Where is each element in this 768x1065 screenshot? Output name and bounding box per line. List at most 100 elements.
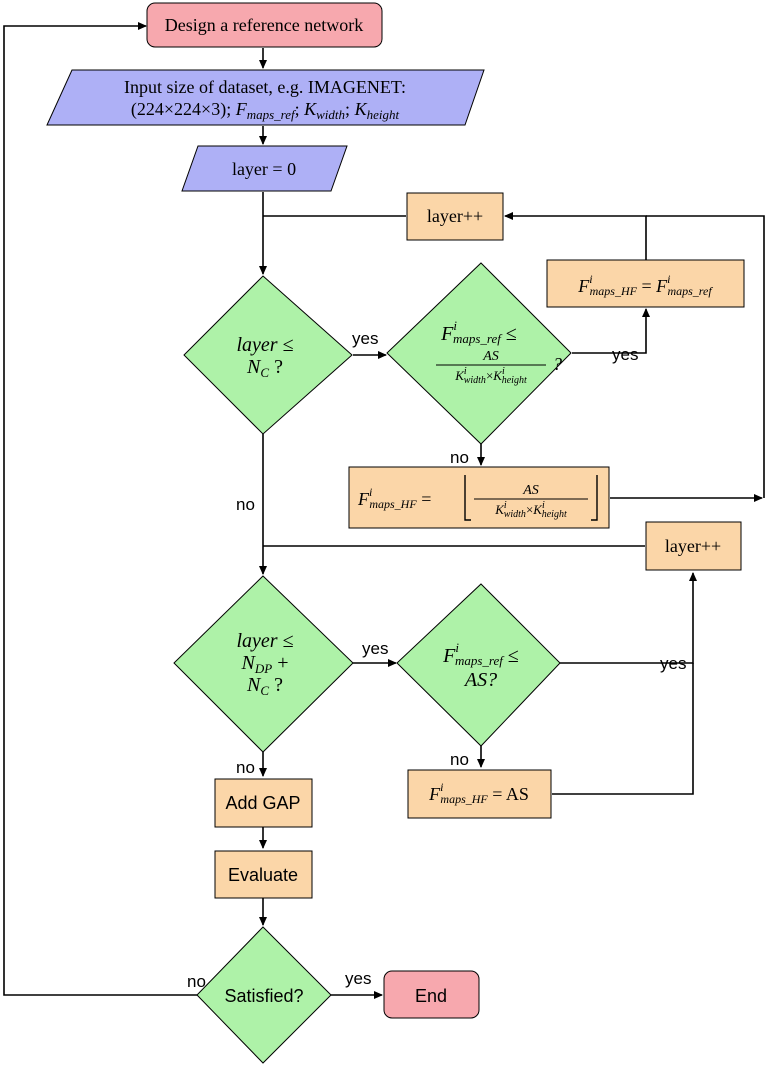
connectors bbox=[3, 22, 765, 999]
edge-decision4-yes bbox=[560, 572, 697, 664]
dec1-question: ? bbox=[269, 356, 283, 378]
node-decision3-line3: NC ? bbox=[246, 674, 283, 698]
dec2-question: ? bbox=[553, 354, 562, 374]
assign2-lhs-sup: i bbox=[369, 485, 372, 499]
assign1-rhs-symbol: F bbox=[655, 276, 668, 296]
node-layer0-label: layer = 0 bbox=[232, 159, 296, 179]
node-decision3-line2: NDP + bbox=[241, 652, 289, 676]
label-no-decision3: no bbox=[236, 758, 255, 777]
dec2-k2-sup: i bbox=[502, 366, 505, 377]
node-assign1-shape bbox=[546, 259, 745, 308]
assign2-k2-sup: i bbox=[542, 500, 545, 511]
assign3-rhs: = AS bbox=[488, 784, 529, 804]
node-input: Input size of dataset, e.g. IMAGENET: (2… bbox=[46, 69, 485, 126]
assign2-floor-left bbox=[464, 475, 471, 521]
node-end-shape bbox=[383, 970, 480, 1019]
dec4-f-symbol: F bbox=[442, 645, 456, 667]
label-yes-decision1: yes bbox=[352, 329, 378, 348]
assign2-numerator: AS bbox=[522, 483, 539, 498]
label-no-satisfied: no bbox=[187, 972, 206, 991]
dec2-k1: K bbox=[454, 368, 465, 383]
dec2-k1-sub: width bbox=[464, 375, 486, 386]
assign2-k1: K bbox=[494, 502, 505, 517]
assign1-rhs-sup: i bbox=[667, 272, 670, 286]
node-evaluate-shape bbox=[214, 850, 313, 899]
node-decision1-line1: layer ≤ bbox=[236, 334, 293, 356]
assign2-floor-right bbox=[591, 475, 598, 521]
node-decision2-shape bbox=[386, 262, 572, 445]
input-separator-1: ; bbox=[295, 99, 305, 119]
dec4-f-sub: maps_ref bbox=[455, 653, 505, 668]
node-evaluate-label: Evaluate bbox=[228, 865, 298, 885]
input-f-symbol: F bbox=[235, 99, 248, 119]
label-no-decision2: no bbox=[450, 448, 469, 467]
node-decision1-shape bbox=[183, 275, 353, 435]
node-assign3-shape bbox=[407, 769, 552, 819]
node-start: Design a reference network bbox=[146, 2, 383, 48]
dec3-question: ? bbox=[269, 674, 283, 696]
assign2-k1-sup: i bbox=[504, 500, 507, 511]
input-separator-2: ; bbox=[345, 99, 355, 119]
input-kh-symbol: K bbox=[354, 99, 368, 119]
input-kw-symbol: K bbox=[303, 99, 317, 119]
node-layer0: layer = 0 bbox=[181, 145, 348, 192]
node-decision1-line2: NC ? bbox=[246, 356, 283, 380]
node-add-gap-label: Add GAP bbox=[225, 793, 300, 813]
node-decision3-line1: layer ≤ bbox=[236, 630, 293, 652]
assign2-k1-sub: width bbox=[504, 509, 526, 520]
label-yes-decision2: yes bbox=[612, 345, 638, 364]
dec2-k2: K bbox=[492, 368, 503, 383]
node-add-gap: Add GAP bbox=[214, 778, 313, 828]
dec4-f-sup: i bbox=[455, 640, 459, 655]
edge-assign3-return bbox=[552, 663, 694, 795]
node-add-gap-shape bbox=[214, 778, 313, 828]
dec2-f-sup: i bbox=[453, 318, 457, 333]
label-yes-satisfied: yes bbox=[345, 969, 371, 988]
node-input-line2: (224×224×3); Fmaps_ref; Kwidth; Kheight bbox=[131, 99, 400, 122]
node-start-shape bbox=[146, 2, 383, 48]
node-decision3: layer ≤ NDP + NC ? bbox=[173, 575, 354, 753]
dec4-le: ≤ bbox=[503, 645, 519, 667]
dec2-numerator: AS bbox=[482, 349, 499, 364]
dec3-ndp-symbol: N bbox=[241, 652, 257, 674]
assign1-lhs-symbol: F bbox=[577, 276, 590, 296]
dec2-k2-sub: height bbox=[502, 375, 527, 386]
assign1-equals: = bbox=[637, 276, 656, 296]
dec3-nc-symbol: N bbox=[246, 674, 262, 696]
edge-decision2-yes bbox=[572, 308, 650, 354]
node-end-label: End bbox=[415, 986, 447, 1006]
label-no-decision4: no bbox=[450, 750, 469, 769]
node-decision4-line2: AS? bbox=[463, 669, 497, 691]
node-layerpp-mid-shape bbox=[645, 521, 742, 571]
dec2-f-symbol: F bbox=[440, 323, 454, 345]
assign1-lhs-sub: maps_HF bbox=[590, 284, 638, 298]
node-layerpp-top-label: layer++ bbox=[427, 206, 483, 226]
edge-assign1-to-layerpp bbox=[504, 212, 647, 260]
node-satisfied-shape bbox=[196, 926, 332, 1064]
assign2-k2: K bbox=[532, 502, 543, 517]
node-layerpp-mid-label: layer++ bbox=[665, 536, 721, 556]
assign3-lhs-sup: i bbox=[440, 780, 443, 794]
assign2-k2-sub: height bbox=[542, 509, 567, 520]
node-layerpp-top: layer++ bbox=[406, 192, 504, 241]
assign3-lhs-sub: maps_HF bbox=[440, 792, 488, 806]
node-start-label: Design a reference network bbox=[165, 15, 363, 35]
node-decision4-shape bbox=[396, 583, 561, 747]
edge-satisfied-no-loop bbox=[3, 22, 197, 996]
edge-labels: yes yes no no yes yes no no no yes bbox=[187, 329, 686, 991]
input-f-subscript: maps_ref bbox=[247, 107, 297, 122]
node-decision3-shape bbox=[173, 575, 354, 753]
node-evaluate: Evaluate bbox=[214, 850, 313, 899]
label-yes-decision4: yes bbox=[660, 654, 686, 673]
